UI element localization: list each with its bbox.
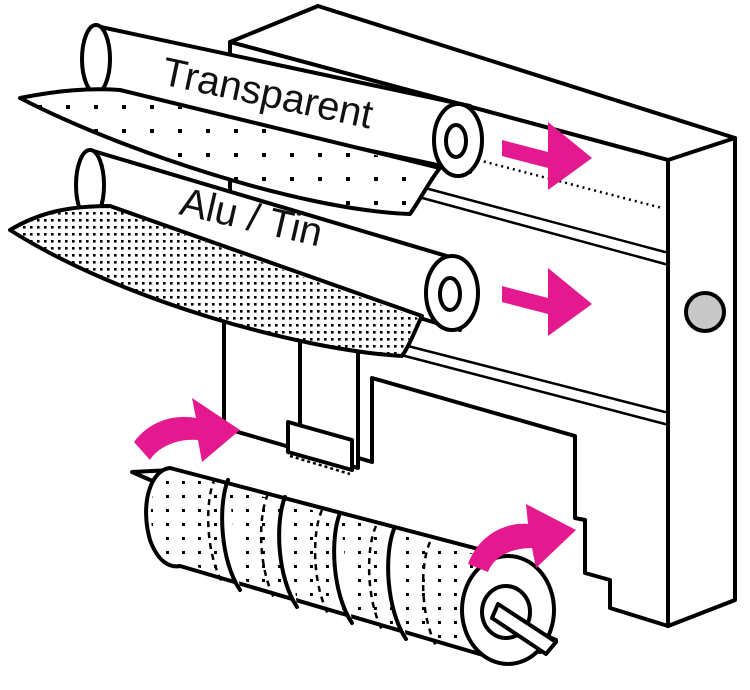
arrow-transparent-out: [502, 122, 592, 190]
right-arrow-icon: [502, 122, 592, 190]
side-panel: [666, 136, 737, 628]
curved-arrow-icon: [468, 504, 576, 572]
curved-arrow-icon: [134, 398, 240, 462]
roll-paper-towel: [130, 466, 558, 666]
roll-alu-tin: Alu / Tin: [8, 148, 480, 358]
arrow-alu-out: [502, 268, 592, 336]
arrow-paper-rotate-bottom: [468, 504, 576, 572]
knob-icon: [684, 291, 726, 333]
roll-transparent: Transparent: [18, 23, 484, 216]
right-arrow-icon: [502, 268, 592, 336]
bracket: [286, 420, 354, 472]
arrow-paper-rotate-top: [134, 398, 240, 462]
